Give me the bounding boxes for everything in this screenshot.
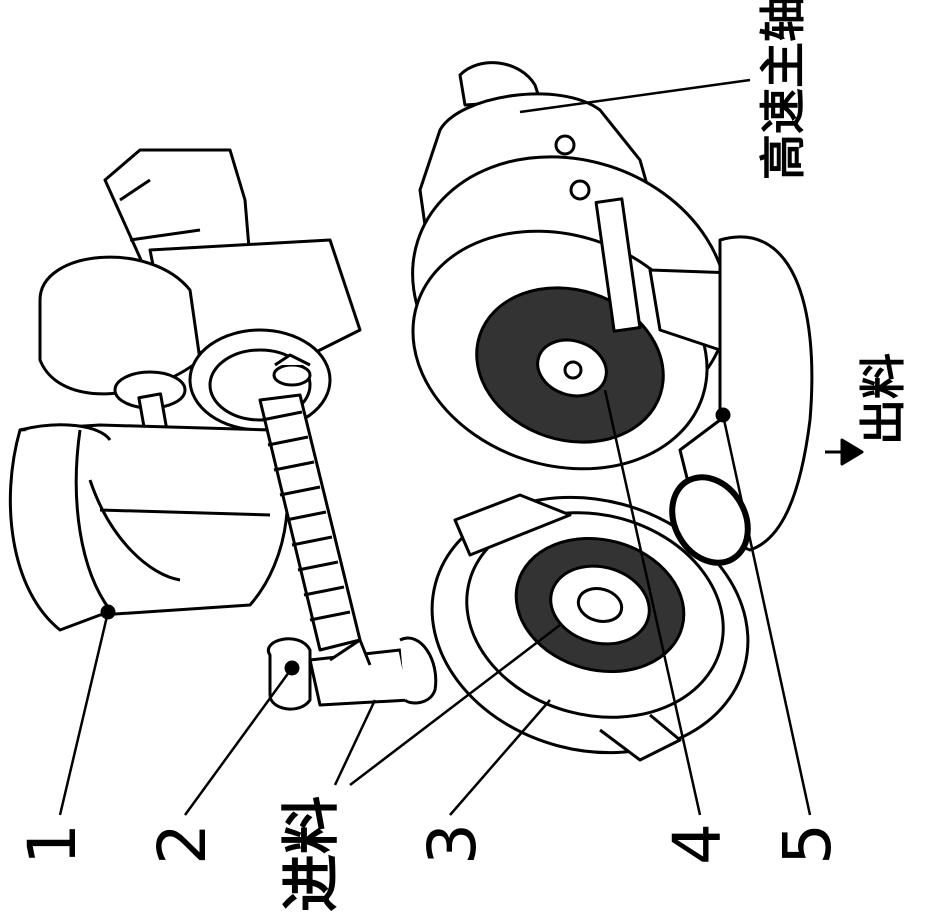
label-discharge: 出料	[856, 353, 910, 445]
label-part-5: 5	[769, 823, 846, 865]
outlet-chute	[648, 235, 814, 566]
label-spindle: 高速主轴	[756, 0, 810, 180]
hopper-housing	[8, 423, 289, 632]
discharge-arrow	[825, 438, 864, 466]
label-part-4: 4	[659, 823, 736, 865]
lower-grinding-disc	[430, 493, 750, 762]
spindle-housing	[411, 61, 729, 471]
label-feed: 进料	[277, 795, 345, 912]
leader-lines	[58, 78, 812, 816]
label-part-1: 1	[14, 823, 91, 865]
label-part-3: 3	[414, 823, 491, 865]
label-part-2: 2	[144, 823, 221, 865]
feed-fittings	[266, 636, 438, 711]
